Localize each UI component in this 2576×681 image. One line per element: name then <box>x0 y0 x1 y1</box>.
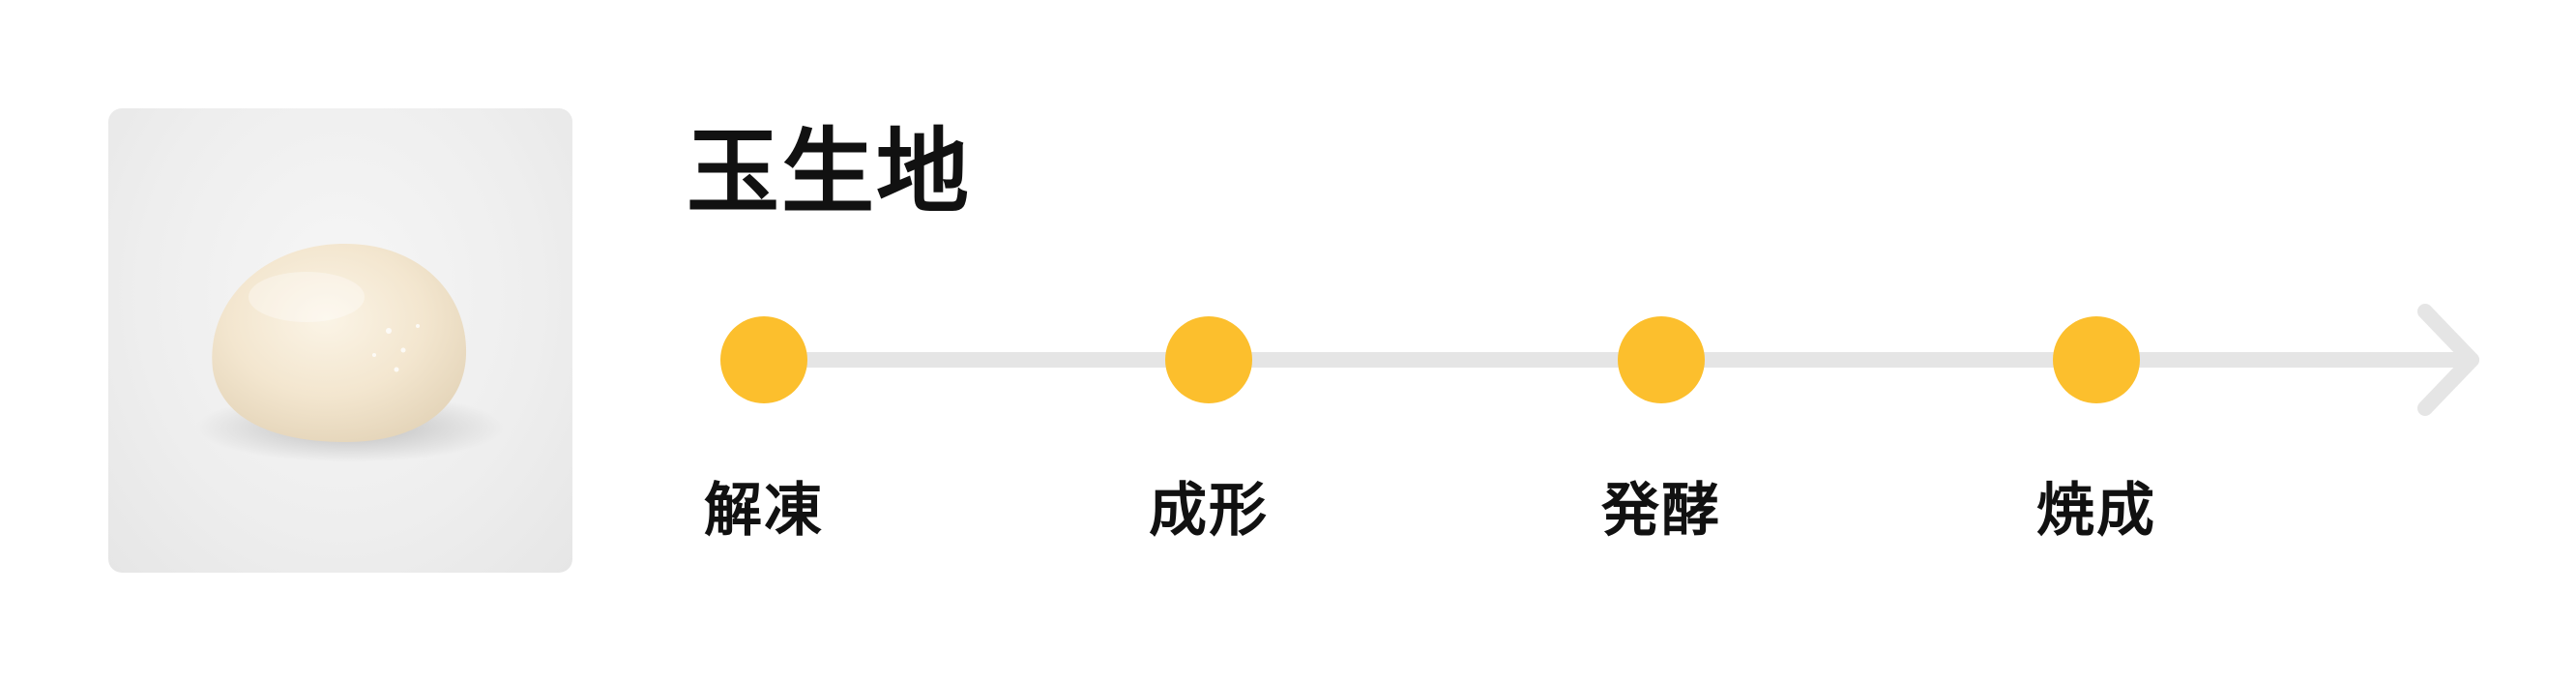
step-dot-proof <box>1618 316 1705 403</box>
step-label-shape: 成形 <box>1149 477 1269 545</box>
timeline-arrow-head-icon <box>2417 304 2479 416</box>
step-dot-thaw <box>720 316 807 403</box>
step-label-proof: 発酵 <box>1601 477 1721 545</box>
step-label-bake: 焼成 <box>2036 477 2156 545</box>
step-dot-shape <box>1165 316 1252 403</box>
step-dot-bake <box>2053 316 2140 403</box>
step-label-thaw: 解凍 <box>704 477 824 545</box>
page-title: 玉生地 <box>687 118 971 226</box>
dough-photo <box>108 108 572 573</box>
dough-ball-icon <box>195 243 505 462</box>
